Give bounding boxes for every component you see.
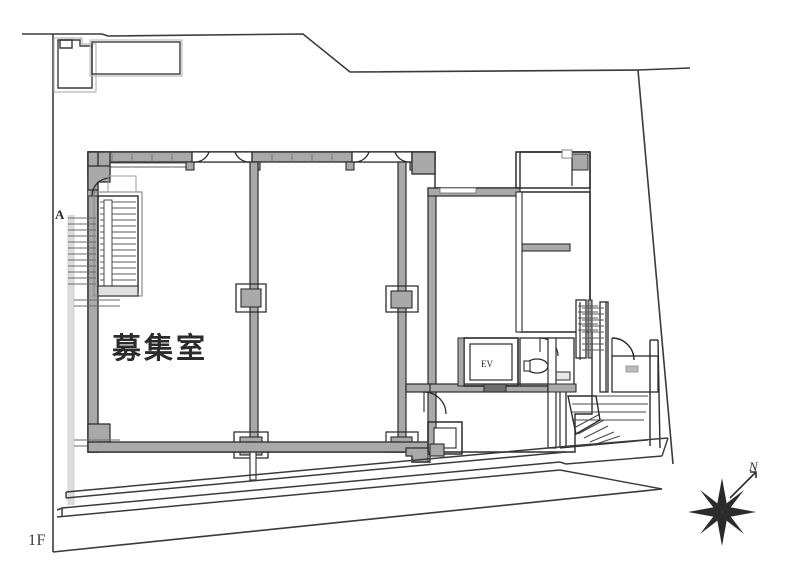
misc-details [271, 149, 573, 162]
service-closet [405, 391, 463, 463]
utility-shafts [575, 299, 609, 393]
site-boundary [22, 33, 691, 553]
northeast-service-stair [579, 302, 607, 392]
west-staircase [91, 175, 143, 297]
partition-wall-east [385, 161, 419, 453]
west-wall [87, 151, 111, 453]
north-entry-doors-east[interactable] [345, 151, 421, 171]
southeast-exterior-stairs [559, 392, 649, 449]
northeast-room [515, 151, 591, 189]
east-entrance[interactable] [611, 337, 661, 449]
floor-level-label: 1F [28, 532, 46, 549]
restroom-fixtures [519, 337, 575, 387]
elevator-shaft [457, 337, 519, 393]
west-fence-line [67, 215, 75, 505]
south-wall [87, 441, 436, 453]
north-arrow-icon [688, 471, 757, 546]
room-label-elevator: EV [481, 359, 493, 369]
south-core-walls [429, 337, 577, 457]
south-walkway [56, 445, 571, 518]
north-annex-structure [53, 37, 183, 93]
north-direction-label: N [749, 459, 758, 474]
north-wall-east-segment [411, 151, 436, 175]
partition-wall-west [233, 161, 269, 481]
stair-marker-label: A [55, 207, 65, 222]
core-walls [405, 187, 549, 453]
walkway-curb [559, 437, 669, 490]
east-room [515, 191, 591, 333]
north-entry-doors-west[interactable] [185, 151, 261, 171]
room-label-vacant: 募集室 [112, 331, 209, 365]
